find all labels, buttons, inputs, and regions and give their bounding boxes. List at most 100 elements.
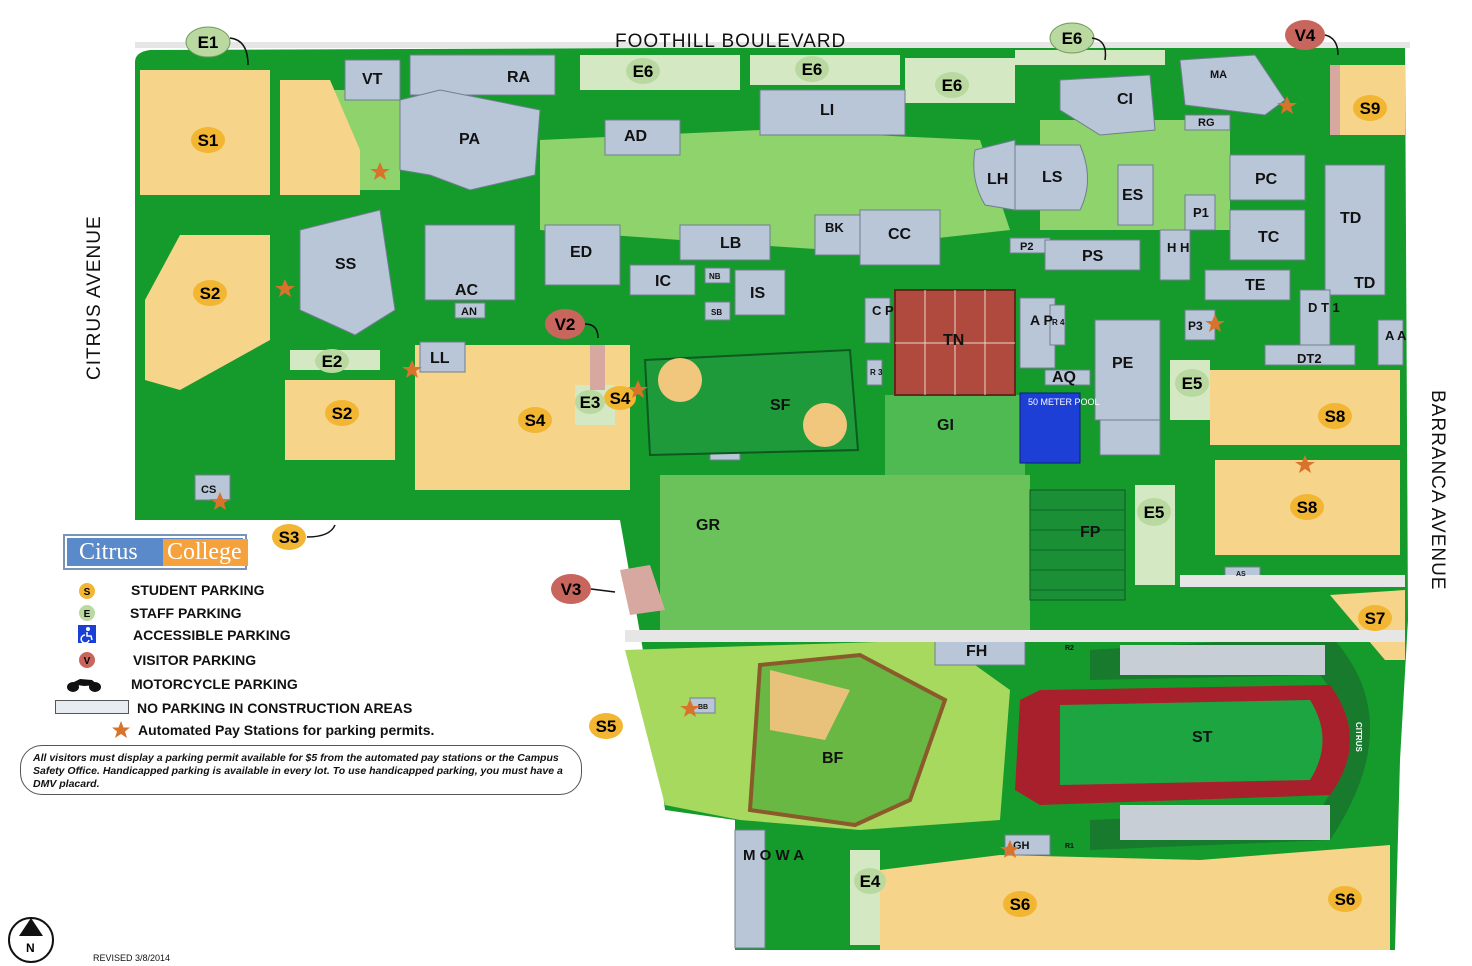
pool[interactable] [1019,392,1081,464]
revised-date: REVISED 3/8/2014 [93,953,171,963]
pay-station-star[interactable] [210,492,230,510]
building-ra[interactable] [409,54,556,96]
building-dt2[interactable] [1264,344,1356,366]
building-pe-annex[interactable] [1099,419,1161,456]
building-cc[interactable] [859,209,941,266]
badge-e4[interactable]: E4 [854,868,886,894]
building-cs[interactable] [194,474,231,501]
badge-e3[interactable]: E3 [575,390,605,414]
lot-v2[interactable] [590,345,605,390]
badge-s5[interactable]: S5 [589,713,623,739]
football-practice-field[interactable] [1029,489,1126,601]
badge-s4-main[interactable]: S4 [518,407,552,433]
pay-station-star[interactable] [275,279,295,297]
badge-e6-b[interactable]: E6 [795,56,829,82]
building-lh[interactable] [973,139,1016,211]
pay-station-star[interactable] [1205,314,1225,332]
stadium-field[interactable] [1060,700,1323,785]
building-r3[interactable] [866,359,883,386]
building-te[interactable] [1204,269,1291,301]
badge-s8-south[interactable]: S8 [1290,494,1324,520]
badge-s3[interactable]: S3 [272,524,306,550]
building-ps[interactable] [1044,239,1141,271]
badge-s6-east[interactable]: S6 [1328,886,1362,912]
badge-s4-east[interactable]: S4 [604,386,636,410]
building-sb[interactable] [704,301,731,321]
building-is[interactable] [734,269,786,316]
building-li[interactable] [759,89,906,136]
building-td[interactable] [1324,164,1386,296]
building-nb[interactable] [704,267,731,284]
badge-v3[interactable]: V3 [551,574,591,604]
building-vt[interactable] [344,59,401,101]
badge-s6-west[interactable]: S6 [1003,891,1037,917]
lot-s8-north[interactable] [1210,370,1400,445]
badge-e6-d[interactable]: E6 [1049,22,1095,54]
label-td: TD [1340,210,1361,227]
building-pc[interactable] [1229,154,1306,201]
building-lb[interactable] [679,224,771,261]
lot-e6-d[interactable] [1015,50,1165,65]
stadium-outer [1090,635,1370,850]
badge-s1[interactable]: S1 [191,127,225,153]
badge-s7[interactable]: S7 [1358,605,1392,631]
building-r4[interactable] [1049,304,1066,346]
baseball-infield [770,670,850,740]
badge-e5-north[interactable]: E5 [1175,369,1209,397]
badge-e6-c[interactable]: E6 [935,72,969,98]
building-gh[interactable] [1004,834,1051,856]
pay-station-star[interactable] [402,360,422,378]
building-tc[interactable] [1229,209,1306,261]
lot-s2-north[interactable] [145,235,270,390]
pay-station-star[interactable] [680,699,700,717]
badge-e2[interactable]: E2 [315,349,349,373]
building-p1[interactable] [1184,194,1216,231]
pay-station-star[interactable] [1000,840,1020,858]
building-dt1[interactable] [1299,289,1331,346]
building-pa[interactable] [399,89,541,191]
badge-v2[interactable]: V2 [545,309,585,339]
badge-s2-south[interactable]: S2 [325,400,359,426]
lot-s6[interactable] [880,845,1390,950]
lot-e4[interactable] [850,850,880,945]
building-cp[interactable] [864,297,891,344]
building-ad[interactable] [604,119,681,156]
building-ls[interactable] [1014,144,1088,211]
building-p3[interactable] [1184,309,1216,341]
badge-s8-north[interactable]: S8 [1318,403,1352,429]
building-ic[interactable] [629,264,696,296]
lot-s1-east[interactable] [280,80,360,195]
building-ap[interactable] [1019,297,1056,369]
svg-text:E4: E4 [860,872,881,891]
building-rg[interactable] [1184,114,1231,131]
lot-e6-a[interactable] [580,55,740,90]
svg-text:S7: S7 [1365,609,1386,628]
lot-v4[interactable] [1330,65,1340,135]
building-pe[interactable] [1094,319,1161,421]
building-ll[interactable] [419,341,466,373]
building-es[interactable] [1117,164,1154,226]
pay-station-star[interactable] [1295,455,1315,473]
building-ma[interactable] [1179,54,1286,116]
building-hh[interactable] [1159,229,1191,281]
badge-s2-north[interactable]: S2 [193,280,227,306]
badge-v4[interactable]: V4 [1285,20,1325,50]
building-ac[interactable] [424,224,516,301]
label-bf: BF [822,750,844,767]
building-ss[interactable] [299,209,396,336]
building-aq[interactable] [1044,369,1091,386]
pay-station-star[interactable] [1277,96,1297,114]
building-ed[interactable] [544,224,621,286]
building-an[interactable] [454,302,486,319]
building-bk[interactable] [814,214,861,256]
building-aa[interactable] [1377,319,1404,366]
badge-e1[interactable]: E1 [185,26,231,58]
badge-e5-south[interactable]: E5 [1137,498,1171,526]
building-mowa[interactable] [734,829,766,949]
pay-station-star[interactable] [628,380,648,398]
badge-s9[interactable]: S9 [1353,95,1387,121]
lot-v3[interactable] [620,565,665,615]
building-ci[interactable] [1059,74,1156,136]
pay-station-star[interactable] [370,162,390,180]
badge-e6-a[interactable]: E6 [626,58,660,84]
